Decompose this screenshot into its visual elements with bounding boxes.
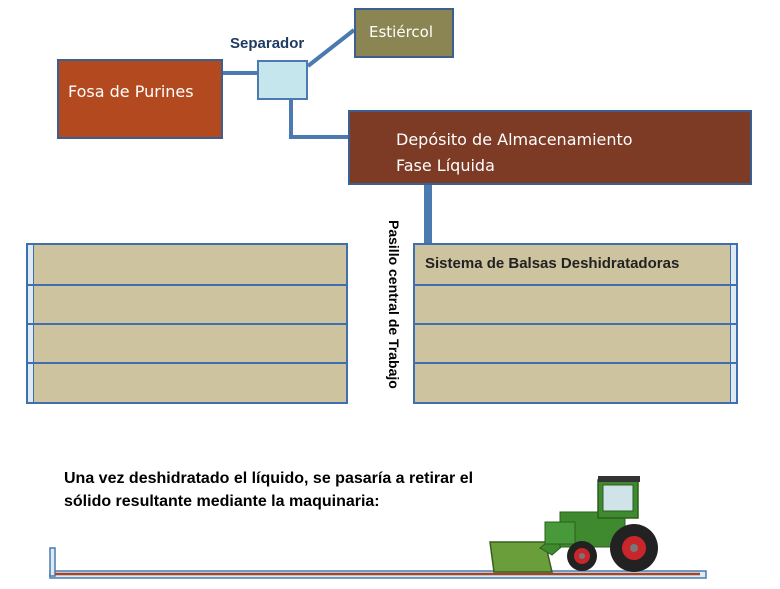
separador-label: Separador (230, 35, 305, 52)
ground-left-post (49, 547, 56, 577)
pond-divider (28, 323, 346, 325)
pond-divider (28, 284, 346, 286)
balsas-left-block (26, 243, 348, 404)
deposito-box: Depósito de Almacenamiento Fase Líquida (348, 110, 752, 185)
estiercol-label: Estiércol (369, 23, 433, 41)
separador-to-deposito-line (289, 100, 348, 139)
pond-divider (415, 284, 736, 286)
fosa-de-purines-box: Fosa de Purines (57, 59, 223, 139)
pasillo-central-label: Pasillo central de Trabajo (386, 220, 402, 389)
pond-divider (28, 362, 346, 364)
deposito-label-line2: Fase Líquida (396, 156, 495, 175)
deposito-to-balsas-pipe (424, 185, 432, 245)
separador-box (257, 60, 308, 100)
pond-divider (415, 362, 736, 364)
separador-to-estiercol-line (306, 28, 356, 68)
balsas-label: Sistema de Balsas Deshidratadoras (425, 255, 680, 272)
estiercol-box: Estiércol (354, 8, 454, 58)
explanation-note: Una vez deshidratado el líquido, se pasa… (64, 470, 474, 510)
deposito-label-line1: Depósito de Almacenamiento (396, 130, 633, 149)
balsas-right-block: Sistema de Balsas Deshidratadoras (413, 243, 738, 404)
pond-divider (415, 323, 736, 325)
fosa-label: Fosa de Purines (68, 82, 194, 101)
